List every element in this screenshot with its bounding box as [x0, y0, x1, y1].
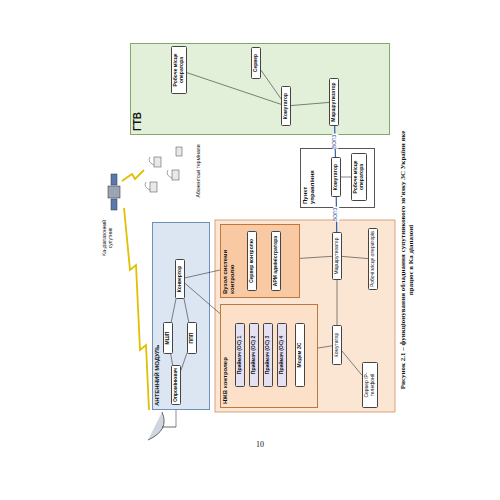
connector-layer: [100, 40, 430, 470]
gtv-panel: ГТВ Маршрутизатор Комутатор Сервер Робоче мі…: [130, 43, 390, 135]
connector-line: [291, 102, 329, 105]
modem-box: Модем ЗС: [295, 323, 305, 387]
node-label: Абонентські термінали: [196, 143, 202, 199]
control-node-panel: Вузол системи контролю Сервер контролю АРМ…: [220, 224, 300, 298]
terminal-icon: [176, 147, 182, 156]
node-label: ППП: [189, 325, 195, 352]
node-label: Робоче місце оператора: [353, 156, 365, 199]
figure-frame: Ka-діапазонний супутник Абонентські термі…: [100, 40, 430, 470]
panel-heading: ГТВ: [132, 47, 144, 131]
panel-heading: АНТЕННИЙ МОДУЛЬ: [154, 226, 161, 406]
figure-caption: Рисунок 2.1 – функціонування обладнання …: [399, 120, 416, 400]
node-label: Приймач (ОС) 4: [279, 326, 285, 385]
connector-line: [184, 299, 189, 322]
dish-cable: [176, 410, 177, 427]
workstation-box: АРМ адміністратора: [271, 231, 281, 291]
node-label: Сервер контролю: [249, 234, 255, 289]
connector-line: [171, 299, 176, 322]
node-label: Модем ЗС: [297, 326, 303, 385]
link-label: ВОЛЗ: [334, 207, 340, 222]
panel-heading: Вузол системи контролю: [222, 228, 236, 294]
node-label: Маршрутизатор: [334, 235, 340, 278]
terminal-dish: [145, 182, 150, 190]
feed-box: Опромінювач: [171, 365, 181, 405]
radio-link-bolt: [124, 208, 149, 410]
page-number: 10: [256, 440, 264, 449]
node-label: Сервер: [253, 50, 259, 77]
node-label: Ka-діапазонний супутник: [102, 212, 114, 264]
switch-box: Комутатор: [331, 157, 341, 197]
terminal-icon: [154, 157, 161, 167]
connector-line: [341, 177, 351, 178]
node-label: Сервер IP-телефонії: [364, 365, 376, 406]
connector-line: [318, 346, 332, 348]
connector-line: [187, 73, 281, 105]
connector-line: [300, 256, 332, 258]
converter-box: Конвертор: [175, 259, 185, 299]
connector-line: [185, 270, 220, 278]
connector-line: [342, 256, 368, 258]
dish-antenna-icon: [148, 406, 176, 440]
equipment-room-ground: [215, 220, 395, 412]
switch-box: Комутатор: [281, 86, 291, 126]
terminal-icons: [145, 147, 182, 192]
terminal-dish: [167, 170, 172, 178]
connector-line: [337, 280, 338, 325]
node-label: Робочі місця операторів: [370, 231, 376, 288]
node-label: Робоче місце оператора: [173, 49, 185, 92]
workstation-box: Робочі місця операторів: [368, 228, 378, 290]
connector-line: [181, 353, 187, 371]
node-label: Приймач (ОС) 2: [251, 326, 257, 385]
receiver-box: Приймач (ОС) 2: [249, 323, 259, 387]
controller-panel: НЖВ контролер Приймач (ОС) 1 Приймач (ОС) …: [220, 304, 318, 408]
router-box: Маршрутизатор: [329, 78, 339, 126]
satellite-label: Ka-діапазонний супутник: [101, 211, 115, 265]
antenna-module-panel: АНТЕННИЙ МОДУЛЬ Опромінювач МШП ППП Конверто…: [152, 222, 210, 410]
connector-line: [342, 351, 362, 375]
radio-link-bolt: [122, 170, 144, 181]
router-box: Маршрутизатор: [332, 232, 342, 280]
satellite-body: [108, 186, 120, 198]
node-label: Маршрутизатор: [331, 81, 337, 124]
node-label: Опромінювач: [173, 368, 179, 403]
link-label: ВОЛЗ: [332, 134, 338, 149]
server-box: Сервер контролю: [247, 231, 257, 291]
node-label: Приймач (ОС) 1: [237, 326, 243, 385]
dish-mast: [162, 427, 176, 428]
dish-reflector: [148, 412, 164, 440]
receiver-box: Приймач (ОС) 4: [277, 323, 287, 387]
terminal-label: Абонентські термінали: [195, 142, 203, 200]
receiver-box: Приймач (ОС) 3: [263, 323, 273, 387]
node-label: АРМ адміністратора: [273, 234, 279, 289]
node-label: Комутатор: [333, 160, 339, 195]
solar-panel: [111, 199, 117, 210]
server-box: Сервер: [251, 47, 261, 79]
node-label: Комутатор: [283, 89, 289, 124]
terminal-dish: [149, 157, 154, 165]
panel-heading: Пункт управління: [302, 152, 316, 204]
server-box: Сервер IP-телефонії: [362, 362, 378, 408]
solar-panel: [111, 174, 117, 185]
panel-heading: НЖВ контролер: [222, 308, 229, 404]
receiver-box: Приймач (ОС) 1: [235, 323, 245, 387]
terminal-icon: [150, 182, 157, 192]
node-label: Приймач (ОС) 3: [265, 326, 271, 385]
node-label: Комутатор: [334, 328, 340, 363]
switch-box: Комутатор: [332, 325, 342, 365]
connector-line: [185, 283, 220, 313]
terminal-icon: [172, 170, 179, 180]
node-label: МШП: [165, 325, 171, 352]
workstation-box: Робоче місце оператора: [351, 153, 367, 201]
node-label: Конвертор: [177, 262, 183, 297]
lna-box: МШП: [163, 322, 173, 354]
hpa-box: ППП: [187, 322, 197, 354]
connector-line: [171, 354, 173, 365]
control-point-panel: Пункт управління Комутатор Робоче місце оп…: [300, 148, 375, 208]
workstation-box: Робоче місце оператора: [171, 46, 187, 94]
satellite-icon: [108, 174, 120, 210]
connector-line: [261, 70, 281, 99]
